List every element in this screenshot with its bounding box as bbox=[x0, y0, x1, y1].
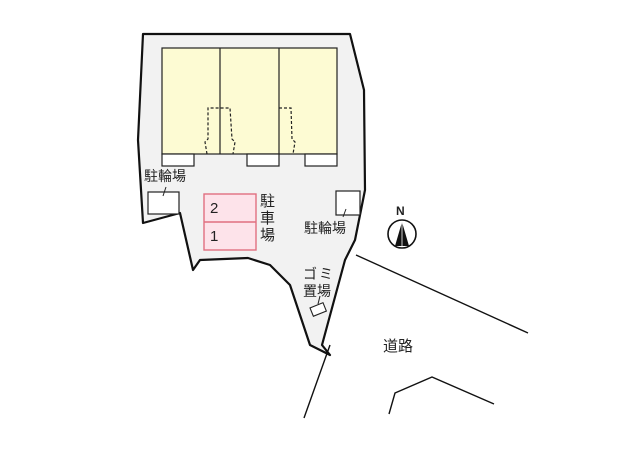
bicycle-parking-right-label: 駐輪場 bbox=[304, 221, 346, 237]
road-label: 道路 bbox=[383, 337, 414, 355]
garbage-area-box bbox=[309, 295, 328, 317]
bicycle-parking-right-box bbox=[335, 190, 361, 218]
compass-icon bbox=[387, 219, 417, 249]
road-lines bbox=[303, 254, 529, 419]
bicycle-parking-left-label: 駐輪場 bbox=[144, 169, 186, 185]
compass-north-label: N bbox=[396, 204, 405, 218]
garbage-area-label-bottom: 置場 bbox=[303, 284, 331, 300]
car-parking-label: 駐車場 bbox=[260, 192, 276, 244]
building bbox=[161, 47, 338, 167]
parking-space-2-number: 2 bbox=[210, 200, 219, 217]
car-parking-area bbox=[203, 193, 257, 251]
parking-space-1-number: 1 bbox=[210, 228, 219, 245]
garbage-area-label-top: ゴミ bbox=[303, 267, 335, 283]
bicycle-parking-left-box bbox=[147, 186, 180, 215]
